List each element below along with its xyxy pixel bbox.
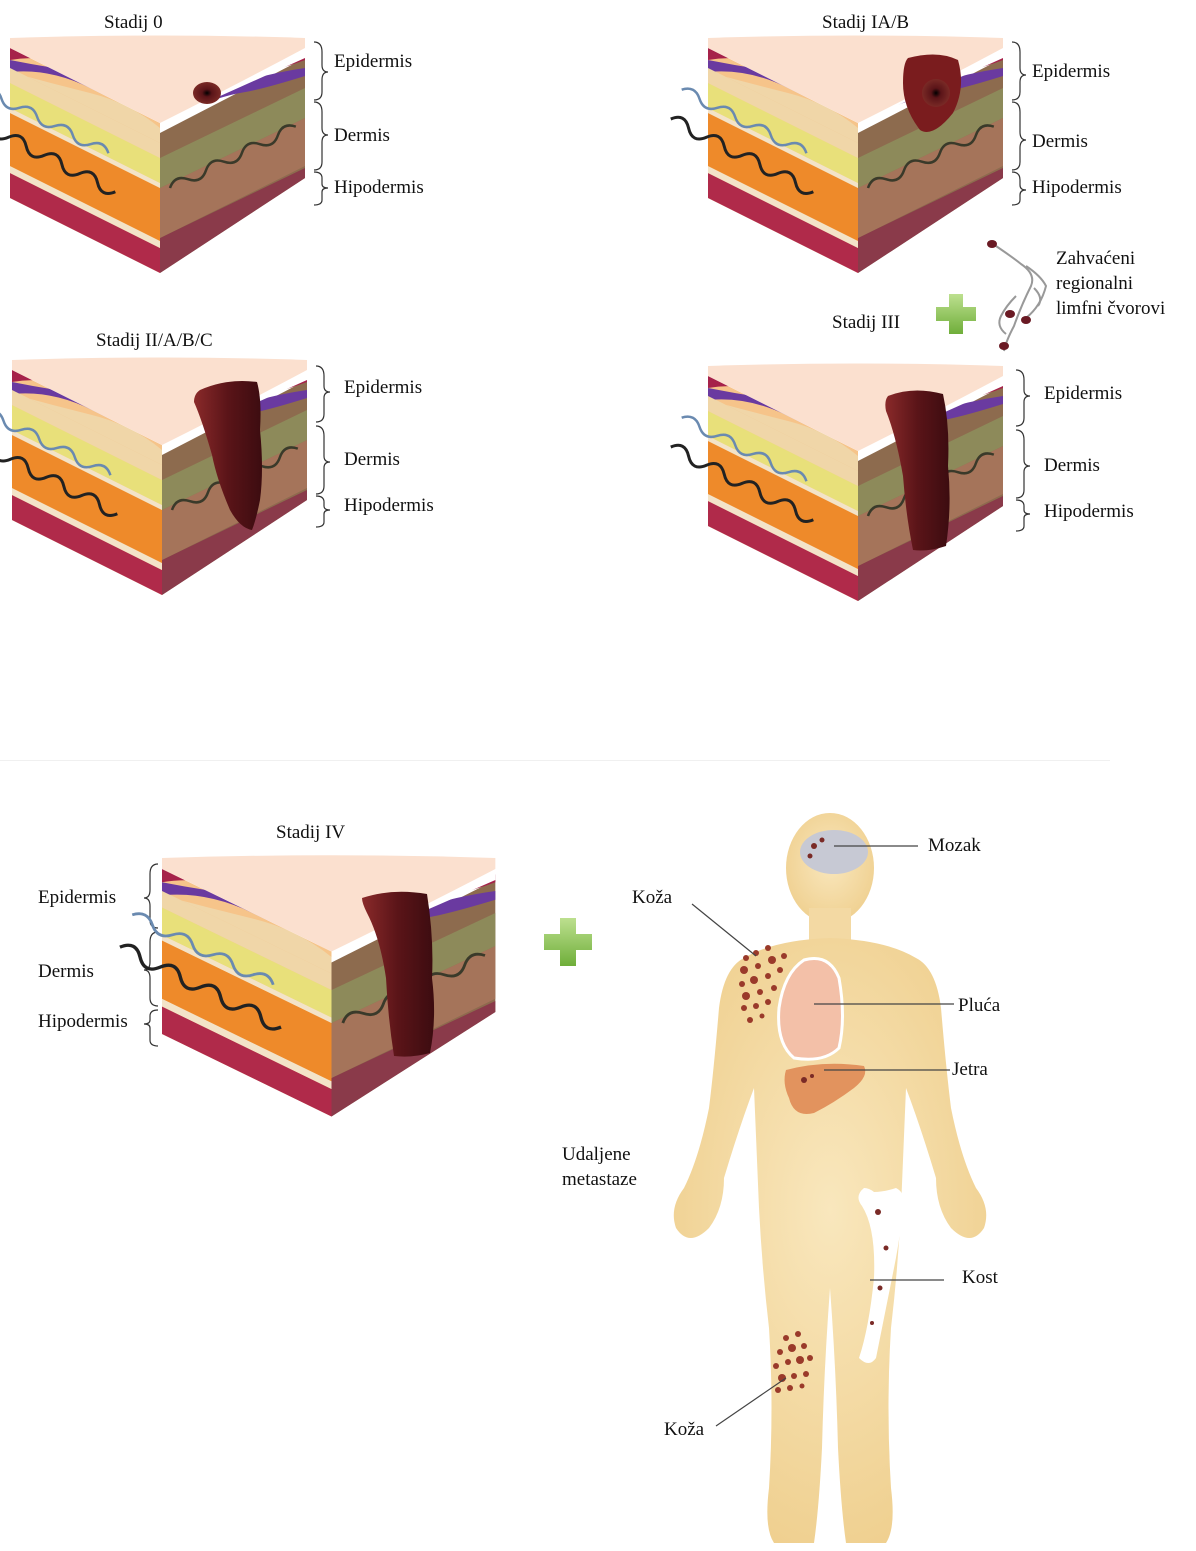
distant-metastases-line2: metastaze bbox=[562, 1167, 637, 1192]
lymph-label-line2: regionalni bbox=[1056, 271, 1165, 296]
stage-0-dermis-label: Dermis bbox=[334, 126, 390, 146]
lymph-nodes-label: Zahvaćeni regionalni limfni čvorovi bbox=[1056, 246, 1165, 321]
stage-3-epidermis-label: Epidermis bbox=[1044, 384, 1122, 404]
stage-0-epidermis-label: Epidermis bbox=[334, 52, 412, 72]
lymph-label-line3: limfni čvorovi bbox=[1056, 296, 1165, 321]
stage-3-title: Stadij III bbox=[832, 312, 900, 334]
distant-metastases-line1: Udaljene bbox=[562, 1142, 637, 1167]
stage-1-skin-block bbox=[708, 38, 1008, 278]
stage-0-title: Stadij 0 bbox=[104, 12, 163, 34]
stage-3-plus-icon bbox=[934, 292, 978, 336]
stage-4-brackets bbox=[140, 862, 160, 1052]
stage-4-epidermis-label: Epidermis bbox=[38, 888, 116, 908]
stage-2-title: Stadij II/A/B/C bbox=[96, 330, 213, 352]
stage-1-dermis-label: Dermis bbox=[1032, 132, 1088, 152]
stage-4-title: Stadij IV bbox=[276, 822, 345, 844]
stage-0-tumor bbox=[193, 82, 221, 104]
stage-0-hypodermis-label: Hipodermis bbox=[334, 178, 424, 198]
stage-2-brackets bbox=[314, 364, 334, 534]
brain-organ bbox=[800, 830, 868, 874]
skin-upper-label: Koža bbox=[632, 888, 672, 908]
stage-4-hypodermis-label: Hipodermis bbox=[38, 1012, 128, 1032]
stage-2-hypodermis-label: Hipodermis bbox=[344, 496, 434, 516]
skin-lower-label: Koža bbox=[664, 1420, 704, 1440]
section-divider bbox=[0, 760, 1110, 761]
stage-4-skin-block bbox=[162, 858, 502, 1118]
bone-label: Kost bbox=[962, 1268, 998, 1288]
stage-3-brackets bbox=[1014, 368, 1034, 538]
lung-label: Pluća bbox=[958, 996, 1000, 1016]
stage-2-dermis-label: Dermis bbox=[344, 450, 400, 470]
stage-4-dermis-label: Dermis bbox=[38, 962, 94, 982]
brain-label: Mozak bbox=[928, 836, 981, 856]
distant-metastases-label: Udaljene metastaze bbox=[562, 1142, 637, 1192]
stage-2-skin-block bbox=[12, 360, 312, 600]
stage-1-hypodermis-label: Hipodermis bbox=[1032, 178, 1122, 198]
lymph-nodes-icon bbox=[986, 236, 1056, 356]
stage-2-epidermis-label: Epidermis bbox=[344, 378, 422, 398]
stage-1-epidermis-label: Epidermis bbox=[1032, 62, 1110, 82]
stage-1-brackets bbox=[1010, 40, 1030, 210]
lymph-label-line1: Zahvaćeni bbox=[1056, 246, 1165, 271]
stage-3-hypodermis-label: Hipodermis bbox=[1044, 502, 1134, 522]
stage-0-brackets bbox=[312, 40, 332, 210]
stage-0-skin-block bbox=[10, 38, 310, 278]
stage-3-dermis-label: Dermis bbox=[1044, 456, 1100, 476]
liver-label: Jetra bbox=[952, 1060, 988, 1080]
body-figure bbox=[664, 808, 1004, 1548]
stage-4-plus-icon bbox=[542, 916, 594, 968]
stage-1-title: Stadij IA/B bbox=[822, 12, 909, 34]
stage-3-skin-block bbox=[708, 366, 1008, 606]
